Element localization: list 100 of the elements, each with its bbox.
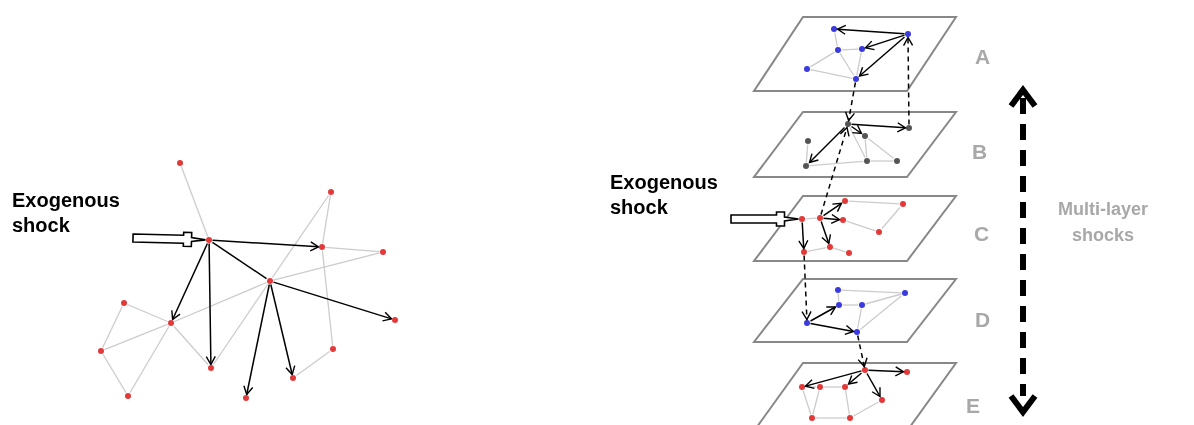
network-node [847, 415, 853, 421]
network-node [905, 31, 911, 37]
network-node [125, 393, 131, 399]
network-node [900, 201, 906, 207]
network-node [831, 26, 837, 32]
multi-layer-label: Multi-layer shocks [1057, 198, 1149, 247]
network-node [835, 287, 841, 293]
link-line [173, 281, 268, 323]
link-line [103, 323, 169, 351]
arrow [858, 36, 906, 77]
link-line [864, 138, 868, 159]
network-node [380, 249, 386, 255]
network-node [906, 125, 912, 131]
link-line [809, 69, 854, 79]
network-layer-plane [753, 278, 957, 343]
link-line [840, 289, 903, 294]
link-line [808, 160, 865, 167]
link-line [832, 247, 847, 253]
link-line [271, 194, 330, 279]
network-layer-plane [753, 16, 957, 92]
link-line [102, 305, 123, 349]
arrow [850, 122, 907, 133]
arrow [205, 242, 216, 366]
link-line [814, 417, 848, 419]
dashed-arrow [902, 36, 914, 126]
network-node [862, 367, 868, 373]
link-line [272, 252, 381, 281]
arrow [171, 242, 209, 321]
link-line [847, 200, 901, 205]
arrow [822, 213, 841, 225]
link-line [324, 246, 381, 253]
network-node [809, 415, 815, 421]
network-node [862, 133, 868, 139]
arrow [804, 370, 863, 390]
network-node [842, 384, 848, 390]
arrow [866, 372, 881, 398]
dashed-arrow [844, 81, 857, 122]
link-line [869, 160, 895, 162]
link-line [804, 217, 818, 220]
network-node [817, 215, 823, 221]
link-line [126, 303, 169, 323]
link-line [852, 401, 880, 417]
link-line [839, 52, 855, 77]
arrow [243, 283, 271, 396]
shock-label: Exogenous shock [610, 170, 728, 220]
link-line [841, 304, 860, 306]
link-line [840, 48, 860, 51]
network-node [840, 217, 846, 223]
arrow [850, 124, 863, 135]
link-line [295, 350, 331, 377]
link-line [867, 138, 895, 159]
network-node [804, 66, 810, 72]
network-node [319, 244, 325, 250]
network-node [392, 317, 398, 323]
link-line [809, 51, 836, 68]
network-node [894, 158, 900, 164]
network-layer-plane [753, 195, 957, 262]
network-node [805, 138, 811, 144]
arrow [808, 126, 846, 164]
layer-letter: B [972, 140, 988, 164]
arrow [864, 34, 906, 51]
link-line [812, 389, 820, 416]
dashed-arrow [820, 126, 850, 216]
network-node [835, 47, 841, 53]
link-line [822, 386, 843, 388]
link-line [321, 249, 334, 347]
dashed-arrow [801, 254, 812, 321]
arrow [820, 220, 832, 245]
network-node [879, 397, 885, 403]
network-node [243, 395, 249, 401]
network-node [803, 163, 809, 169]
arrow [211, 239, 320, 252]
network-node [804, 320, 810, 326]
arrow [270, 283, 296, 376]
network-node [859, 46, 865, 52]
link-line [321, 194, 332, 245]
network-node [801, 249, 807, 255]
arrow [847, 372, 863, 385]
link-line [837, 292, 840, 303]
link-line [845, 220, 877, 232]
network-node [290, 375, 296, 381]
link-line [864, 293, 903, 305]
network-node [121, 300, 127, 306]
network-layer-plane [753, 111, 957, 178]
link-line [102, 353, 127, 394]
link-line [805, 143, 809, 164]
layer-letter: E [966, 394, 980, 418]
link-line [173, 325, 209, 366]
network-node [845, 121, 851, 127]
layer-letter: A [975, 45, 991, 69]
arrow [809, 322, 855, 336]
arrow [836, 24, 906, 35]
network-node [902, 290, 908, 296]
layer-letter: D [975, 308, 991, 332]
network-node [98, 348, 104, 354]
network-node [330, 346, 336, 352]
network-node [328, 189, 334, 195]
link-line [849, 126, 866, 159]
network-node [836, 302, 842, 308]
network-node [842, 198, 848, 204]
